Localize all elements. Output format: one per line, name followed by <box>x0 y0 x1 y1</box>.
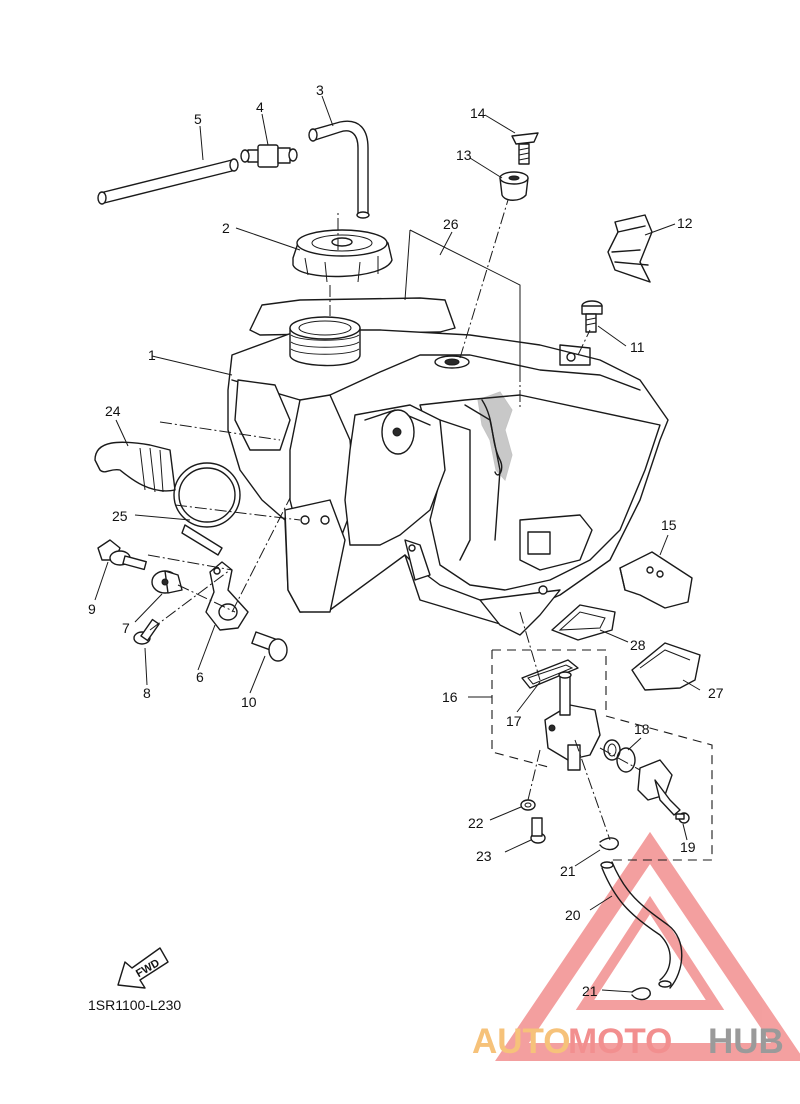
callout-4: 4 <box>256 99 264 115</box>
callout-13: 13 <box>456 147 472 163</box>
callout-25: 25 <box>112 508 128 524</box>
callout-9: 9 <box>88 601 96 617</box>
bracket <box>205 561 249 631</box>
callout-14: 14 <box>470 105 486 121</box>
callout-24: 24 <box>105 403 121 419</box>
callout-8: 8 <box>143 685 151 701</box>
callout-20: 20 <box>565 907 581 923</box>
fuel-tank <box>227 297 669 636</box>
callout-12: 12 <box>677 215 693 231</box>
callout-23: 23 <box>476 848 492 864</box>
breather-valve <box>240 144 298 168</box>
cover-bracket <box>619 551 693 609</box>
callout-21-lower: 21 <box>582 983 598 999</box>
callout-11: 11 <box>630 339 645 355</box>
callout-21-upper: 21 <box>560 863 576 879</box>
fuel-cock-assembly <box>520 659 690 1001</box>
fuel-cap <box>292 229 393 283</box>
callout-22: 22 <box>468 815 484 831</box>
callout-26: 26 <box>443 216 459 232</box>
callout-3: 3 <box>316 82 324 98</box>
forward-direction-arrow: FWD <box>117 947 169 989</box>
callout-27: 27 <box>708 685 724 701</box>
callout-28: 28 <box>630 637 646 653</box>
callout-1: 1 <box>148 347 156 363</box>
callout-15: 15 <box>661 517 677 533</box>
callout-16: 16 <box>442 689 458 705</box>
watermark-auto: AUTO <box>472 1022 571 1061</box>
callout-6: 6 <box>196 669 204 685</box>
watermark-triangle-logo <box>495 831 800 1061</box>
breather-pipe <box>97 158 239 205</box>
screw-top <box>511 132 539 165</box>
callout-19: 19 <box>680 839 696 855</box>
plate-27 <box>631 642 701 691</box>
bolt-10 <box>251 631 288 662</box>
breather-hose <box>308 120 370 219</box>
watermark-moto: MOTO <box>568 1022 672 1061</box>
bolt-9 <box>97 539 147 571</box>
plate-28 <box>551 604 616 641</box>
clip <box>607 214 653 283</box>
leader-lines <box>94 95 701 993</box>
tank-band <box>173 462 241 556</box>
collar <box>151 570 183 594</box>
part-callouts: 1 2 3 4 5 6 7 8 9 10 11 12 13 14 15 16 1… <box>88 82 724 999</box>
callout-5: 5 <box>194 111 202 127</box>
bolt-rear <box>581 300 603 333</box>
grommet <box>499 171 529 201</box>
callout-7: 7 <box>122 620 130 636</box>
bolt-8 <box>133 618 160 645</box>
callout-17: 17 <box>506 713 522 729</box>
callout-2: 2 <box>222 220 230 236</box>
watermark-text: AUTO MOTO HUB <box>472 1022 784 1061</box>
callout-18: 18 <box>634 721 650 737</box>
watermark-hub: HUB <box>708 1022 784 1061</box>
drawing-code: 1SR1100-L230 <box>88 997 181 1013</box>
callout-10: 10 <box>241 694 257 710</box>
fwd-label: FWD <box>134 957 162 980</box>
tank-damper <box>94 441 176 493</box>
